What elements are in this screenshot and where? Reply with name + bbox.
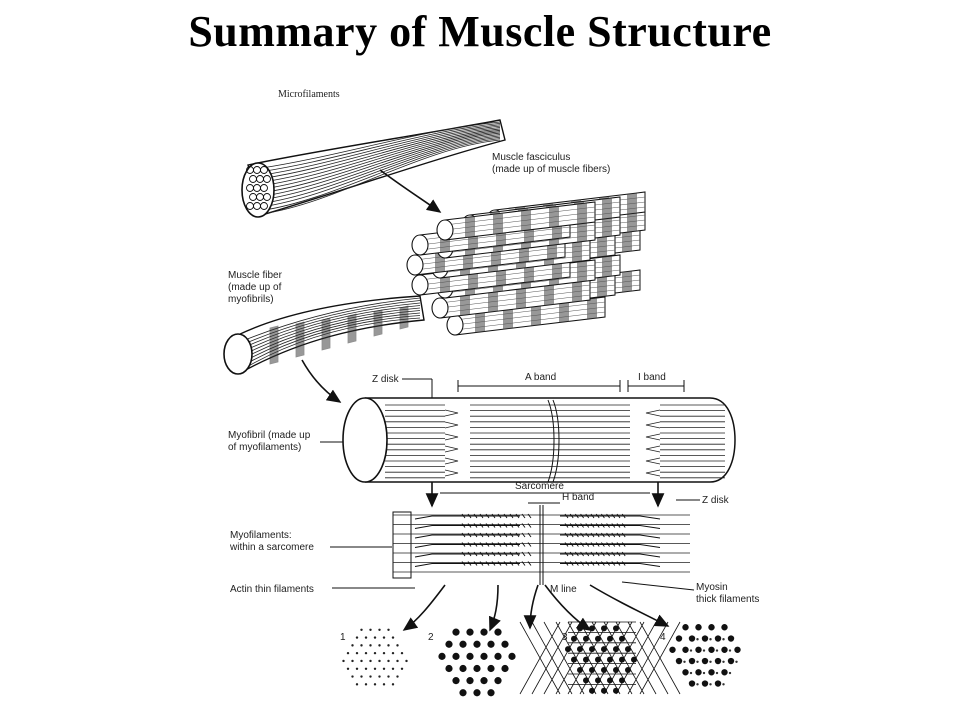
cross-sections (342, 621, 741, 697)
label-myofilaments-2: within a sarcomere (229, 542, 314, 553)
arrow-fiber-to-myofibril (301, 359, 342, 403)
sarcomere-filaments (392, 505, 690, 585)
label-fasciculus-2: (made up of muscle fibers) (492, 164, 610, 175)
muscle-bundle (241, 119, 506, 218)
label-microfilaments: Microfilaments (278, 89, 340, 100)
fasciculus-cylinders (406, 191, 646, 336)
cross-section-number-1: 1 (340, 632, 346, 643)
label-z-disk-right: Z disk (702, 495, 730, 506)
arrow-bundle-to-fascicle (379, 169, 442, 213)
label-myofibril-1: Myofibril (made up (228, 430, 311, 441)
cross-section-number-2: 2 (428, 632, 434, 643)
muscle-fiber (223, 295, 425, 375)
myofibril (342, 397, 736, 483)
label-myosin-1: Myosin (696, 582, 728, 593)
label-m-line: M line (550, 584, 577, 595)
label-actin: Actin thin filaments (230, 584, 314, 595)
label-i-band: I band (638, 372, 666, 383)
cross-section-number-4: 4 (660, 632, 666, 643)
label-a-band: A band (525, 372, 556, 383)
label-sarcomere: Sarcomere (515, 481, 564, 492)
page-title: Summary of Muscle Structure (188, 7, 772, 56)
label-h-band: H band (562, 492, 594, 503)
label-myosin-2: thick filaments (696, 594, 759, 605)
label-fiber-2: (made up of (228, 282, 282, 293)
label-myofilaments-1: Myofilaments: (230, 530, 292, 541)
label-z-disk-top: Z disk (372, 374, 400, 385)
cross-section-number-3: 3 (562, 632, 568, 643)
label-fiber-1: Muscle fiber (228, 270, 283, 281)
label-fiber-3: myofibrils) (228, 294, 274, 305)
label-myofibril-2: of myofilaments) (228, 442, 301, 453)
label-fasciculus-1: Muscle fasciculus (492, 152, 570, 163)
